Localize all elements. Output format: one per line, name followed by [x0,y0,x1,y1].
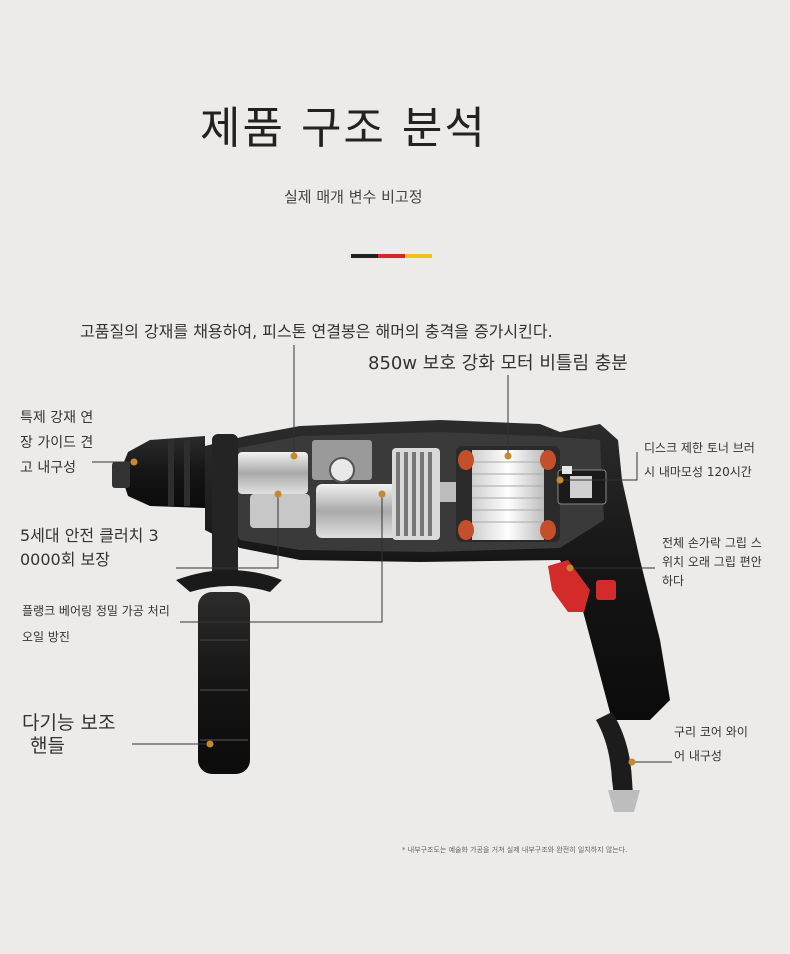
callout-bearing-line1: 플랭크 베어링 정밀 가공 처리 [22,604,170,618]
callout-clutch-line2: 0000회 보장 [20,550,110,569]
switch [548,560,616,612]
footnote: * 내부구조도는 예술화 가공을 거쳐 실제 내부구조와 완전히 일치하지 않는… [402,846,628,854]
callout-piston: 고품질의 강재를 채용하여, 피스톤 연결봉은 해머의 충격을 증가시킨다. [80,322,553,341]
callout-brush: 디스크 제한 토너 브러 시 내마모성 120시간 [644,436,755,484]
callout-grip: 전체 손가락 그립 스 위치 오래 그립 편안 하다 [662,534,762,591]
accent-stripe-black [351,254,378,258]
callout-bearing-line2: 오일 방진 [22,630,70,644]
motor [456,446,560,542]
brush-holder [557,466,607,505]
callout-wire: 구리 코어 와이 어 내구성 [674,720,748,768]
callout-handle-line2: 핸들 [30,735,65,757]
callout-chuck-line1: 특제 강재 연 [20,410,94,426]
callout-brush-line1: 디스크 제한 토너 브러 [644,441,755,455]
callout-clutch-line1: 5세대 안전 클러치 3 [20,526,159,545]
page-title: 제품 구조 분석 [200,103,487,154]
page-subtitle: 실제 매개 변수 비고정 [284,188,423,206]
gear-assembly [238,440,470,540]
marker-dots [130,452,636,766]
callout-grip-line3: 하다 [662,574,685,588]
accent-stripe-yellow [405,254,432,258]
callout-grip-line2: 위치 오래 그립 편안 [662,555,762,569]
callout-bearing: 플랭크 베어링 정밀 가공 처리 오일 방진 [22,598,170,650]
callout-chuck-line3: 고 내구성 [20,460,76,476]
callout-wire-line1: 구리 코어 와이 [674,725,748,739]
callout-grip-line1: 전체 손가락 그립 스 [662,536,762,550]
power-cord [596,712,640,812]
callout-handle-line1: 다기능 보조 [22,712,116,734]
callout-chuck-line2: 장 가이드 견 [20,435,94,451]
callout-motor: 850w 보호 강화 모터 비틀림 충분 [368,353,628,374]
callout-brush-line2: 시 내마모성 120시간 [644,465,752,479]
callout-clutch: 5세대 안전 클러치 3 0000회 보장 [20,524,159,572]
leader-lines [92,345,672,763]
accent-stripe-red [378,254,405,258]
chuck [112,436,205,508]
callout-chuck: 특제 강재 연 장 가이드 견 고 내구성 [20,406,93,481]
auxiliary-handle [176,434,282,774]
callout-wire-line2: 어 내구성 [674,749,722,763]
callout-handle: 다기능 보조 핸들 [22,712,115,758]
